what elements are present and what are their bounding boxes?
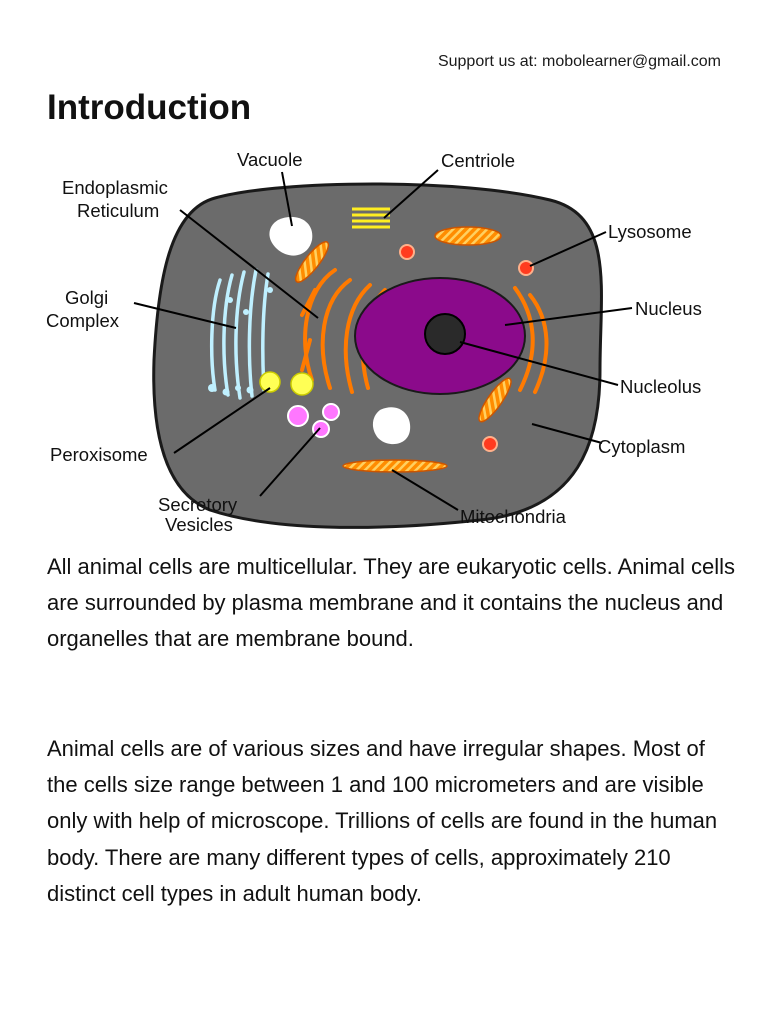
animal-cell-diagram: Vacuole Centriole Endoplasmic Reticulum … <box>46 149 702 535</box>
label-golgi: Golgi <box>65 287 108 308</box>
paragraph-cell-sizes: Animal cells are of various sizes and ha… <box>47 736 718 906</box>
peroxisomes <box>259 371 314 396</box>
golgi-complex <box>210 268 270 400</box>
label-secretory: Secretory <box>158 494 238 515</box>
label-mitochondria: Mitochondria <box>460 506 567 527</box>
label-nucleus: Nucleus <box>635 298 702 319</box>
label-vacuole: Vacuole <box>237 149 302 170</box>
vacuole-lower <box>372 407 411 445</box>
label-endoplasmic: Endoplasmic <box>62 177 168 198</box>
label-peroxisome: Peroxisome <box>50 444 148 465</box>
centriole <box>352 207 390 229</box>
mitochondria-group <box>294 226 512 473</box>
lysosomes <box>399 244 534 452</box>
label-reticulum: Reticulum <box>77 200 159 221</box>
secretory-vesicles <box>287 403 340 438</box>
label-centriole: Centriole <box>441 150 515 171</box>
page-title: Introduction <box>47 88 252 127</box>
label-vesicles: Vesicles <box>165 514 233 535</box>
nucleolus <box>424 313 466 355</box>
paragraph-cell-overview: All animal cells are multicellular. They… <box>47 554 735 652</box>
support-contact-text: Support us at: mobolearner@gmail.com <box>437 53 721 70</box>
label-cytoplasm: Cytoplasm <box>598 436 685 457</box>
vacuole-upper <box>269 216 313 256</box>
golgi-vesicles <box>208 287 273 396</box>
leader-lines <box>133 169 633 511</box>
label-nucleolus: Nucleolus <box>620 376 701 397</box>
label-complex: Complex <box>46 310 120 331</box>
label-lysosome: Lysosome <box>608 221 692 242</box>
